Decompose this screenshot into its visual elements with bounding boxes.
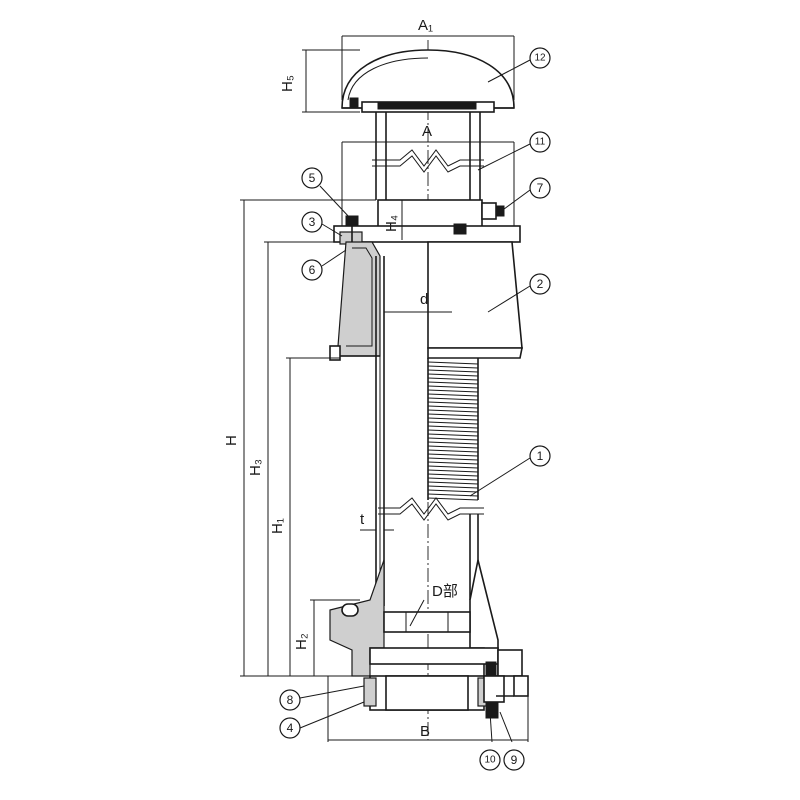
thread-line	[427, 441, 479, 445]
dim-label-t: t	[360, 511, 365, 528]
thread-line	[427, 489, 479, 493]
dim-label-a1: A₁	[418, 17, 433, 34]
vent-pipe	[372, 112, 484, 200]
callout-3-label: 3	[309, 215, 316, 229]
bottom-coupling	[363, 661, 514, 719]
dim-label-a: A	[422, 123, 432, 140]
thread-line	[427, 373, 479, 377]
callout-7-label: 7	[537, 181, 544, 195]
thread-line	[427, 389, 479, 393]
dim-label-b: B	[420, 723, 430, 740]
thread-line	[427, 469, 479, 473]
thread-line	[427, 417, 479, 421]
callout-10: 10	[479, 749, 501, 771]
callout-5: 5	[301, 167, 323, 189]
callout-9-label: 9	[511, 753, 518, 767]
thread-line	[427, 421, 479, 425]
thread-line	[427, 453, 479, 457]
callout-leaders	[299, 59, 531, 743]
thread-lines	[427, 361, 479, 501]
callout-2-label: 2	[537, 277, 544, 291]
thread-line	[427, 397, 479, 401]
thread-line	[427, 365, 479, 369]
thread-line	[427, 385, 479, 389]
thread-line	[427, 485, 479, 489]
callout-8: 8	[279, 689, 301, 711]
callout-9: 9	[503, 749, 525, 771]
cap	[341, 49, 515, 113]
cover	[427, 241, 523, 359]
callout-4: 4	[279, 717, 301, 739]
callout-6: 6	[301, 259, 323, 281]
callout-3: 3	[301, 211, 323, 233]
thread-line	[427, 409, 479, 413]
callout-2: 2	[529, 273, 551, 295]
thread-line	[427, 449, 479, 453]
thread-line	[427, 377, 479, 381]
inner-pipe	[375, 256, 385, 606]
detail-label: D部	[432, 583, 458, 600]
thread-line	[427, 361, 479, 365]
dim-label-h3: H₃	[247, 459, 264, 476]
dim-label-h2: H₂	[293, 633, 310, 650]
thread-line	[427, 433, 479, 437]
thread-line	[427, 429, 479, 433]
callout-8-label: 8	[287, 693, 294, 707]
thread-line	[427, 473, 479, 477]
body-casting	[329, 241, 381, 361]
callout-12-label: 12	[534, 53, 546, 64]
callout-11-label: 11	[535, 137, 546, 148]
callout-6-label: 6	[309, 263, 316, 277]
callout-10-label: 10	[484, 755, 496, 766]
thread-line	[427, 401, 479, 405]
callout-4-label: 4	[287, 721, 294, 735]
thread-line	[427, 477, 479, 481]
thread-line	[427, 457, 479, 461]
thread-line	[427, 493, 479, 497]
thread-line	[427, 445, 479, 449]
dimension-lines	[240, 35, 529, 742]
threaded-rod	[378, 358, 484, 600]
callout-1: 1	[529, 445, 551, 467]
dim-label-d: d	[420, 291, 428, 308]
dim-label-h1: H₁	[269, 518, 286, 534]
thread-line	[427, 405, 479, 409]
dim-label-h5: H₅	[279, 75, 296, 92]
callout-7: 7	[529, 177, 551, 199]
thread-line	[427, 393, 479, 397]
callout-5-label: 5	[309, 171, 316, 185]
thread-line	[427, 369, 479, 373]
thread-line	[427, 413, 479, 417]
thread-line	[427, 437, 479, 441]
thread-line	[427, 465, 479, 469]
dim-label-h: H	[223, 435, 240, 446]
callout-1-label: 1	[537, 449, 544, 463]
thread-line	[427, 425, 479, 429]
thread-line	[427, 461, 479, 465]
dim-label-h4: H₄	[383, 215, 400, 232]
callout-11: 11	[529, 131, 551, 153]
thread-line	[427, 481, 479, 485]
thread-line	[427, 381, 479, 385]
lower-body	[329, 559, 529, 697]
callout-12: 12	[529, 47, 551, 69]
